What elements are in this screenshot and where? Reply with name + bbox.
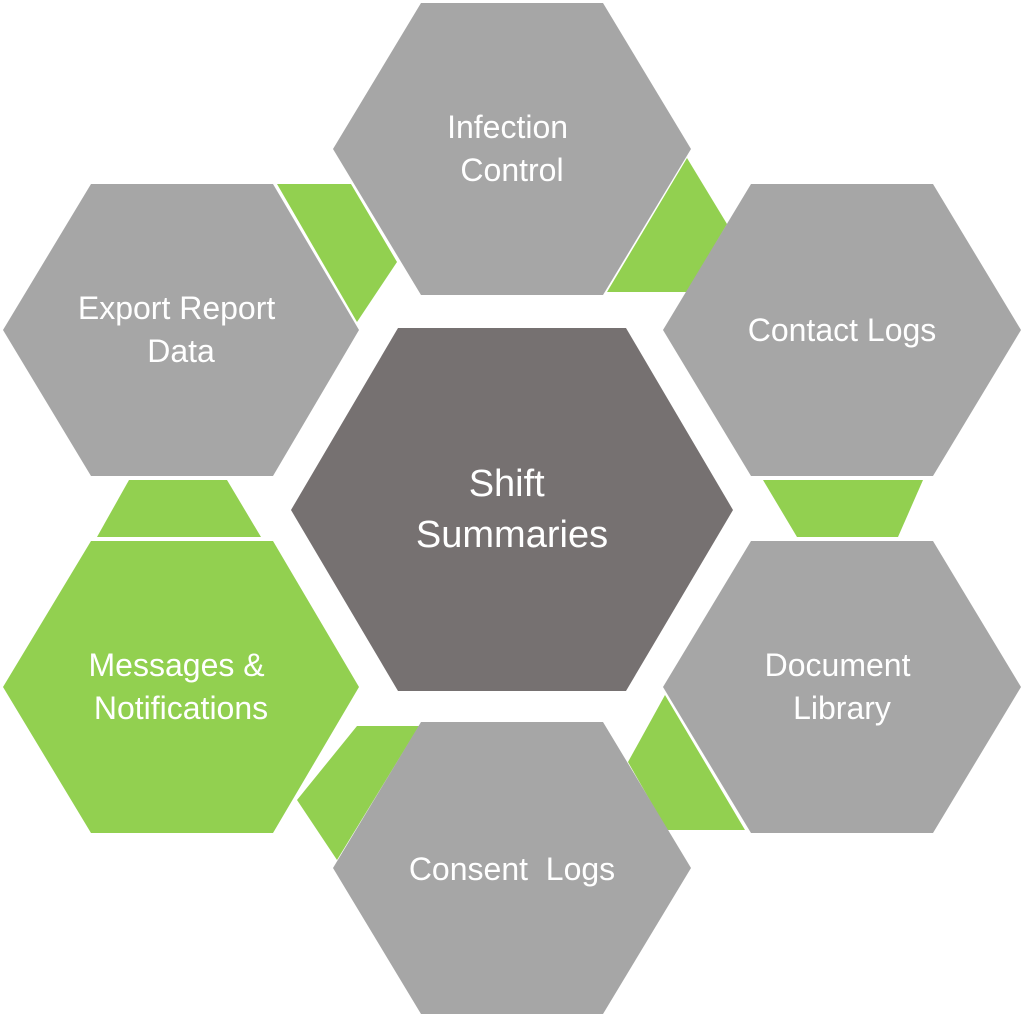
connector-export-messages: [97, 480, 261, 537]
hex-export-report-data[interactable]: Export Report Data: [3, 184, 359, 476]
connector-infection-contact: [607, 158, 727, 292]
hex-consent-logs-label: Consent Logs: [409, 851, 615, 887]
hex-infection-control-label: Infection Control: [447, 109, 577, 188]
hex-messages-notifications-label: Messages & Notifications: [89, 647, 274, 726]
connector-export-infection: [277, 184, 397, 322]
connector-document-consent: [628, 695, 745, 830]
hex-infection-control[interactable]: Infection Control: [333, 3, 691, 295]
hex-shift-summaries[interactable]: Shift Summaries: [291, 328, 733, 691]
hex-export-report-data-label: Export Report Data: [78, 290, 284, 369]
hex-consent-logs[interactable]: Consent Logs: [333, 722, 691, 1014]
connector-consent-messages: [297, 726, 419, 860]
hex-contact-logs-label: Contact Logs: [748, 312, 937, 348]
hex-contact-logs[interactable]: Contact Logs: [663, 184, 1021, 476]
hex-document-library[interactable]: Document Library: [663, 541, 1021, 833]
hex-messages-notifications[interactable]: Messages & Notifications: [3, 541, 359, 833]
hex-document-library-label: Document Library: [765, 647, 920, 726]
hex-shift-summaries-label: Shift Summaries: [416, 463, 608, 556]
connector-contact-document: [763, 480, 923, 537]
